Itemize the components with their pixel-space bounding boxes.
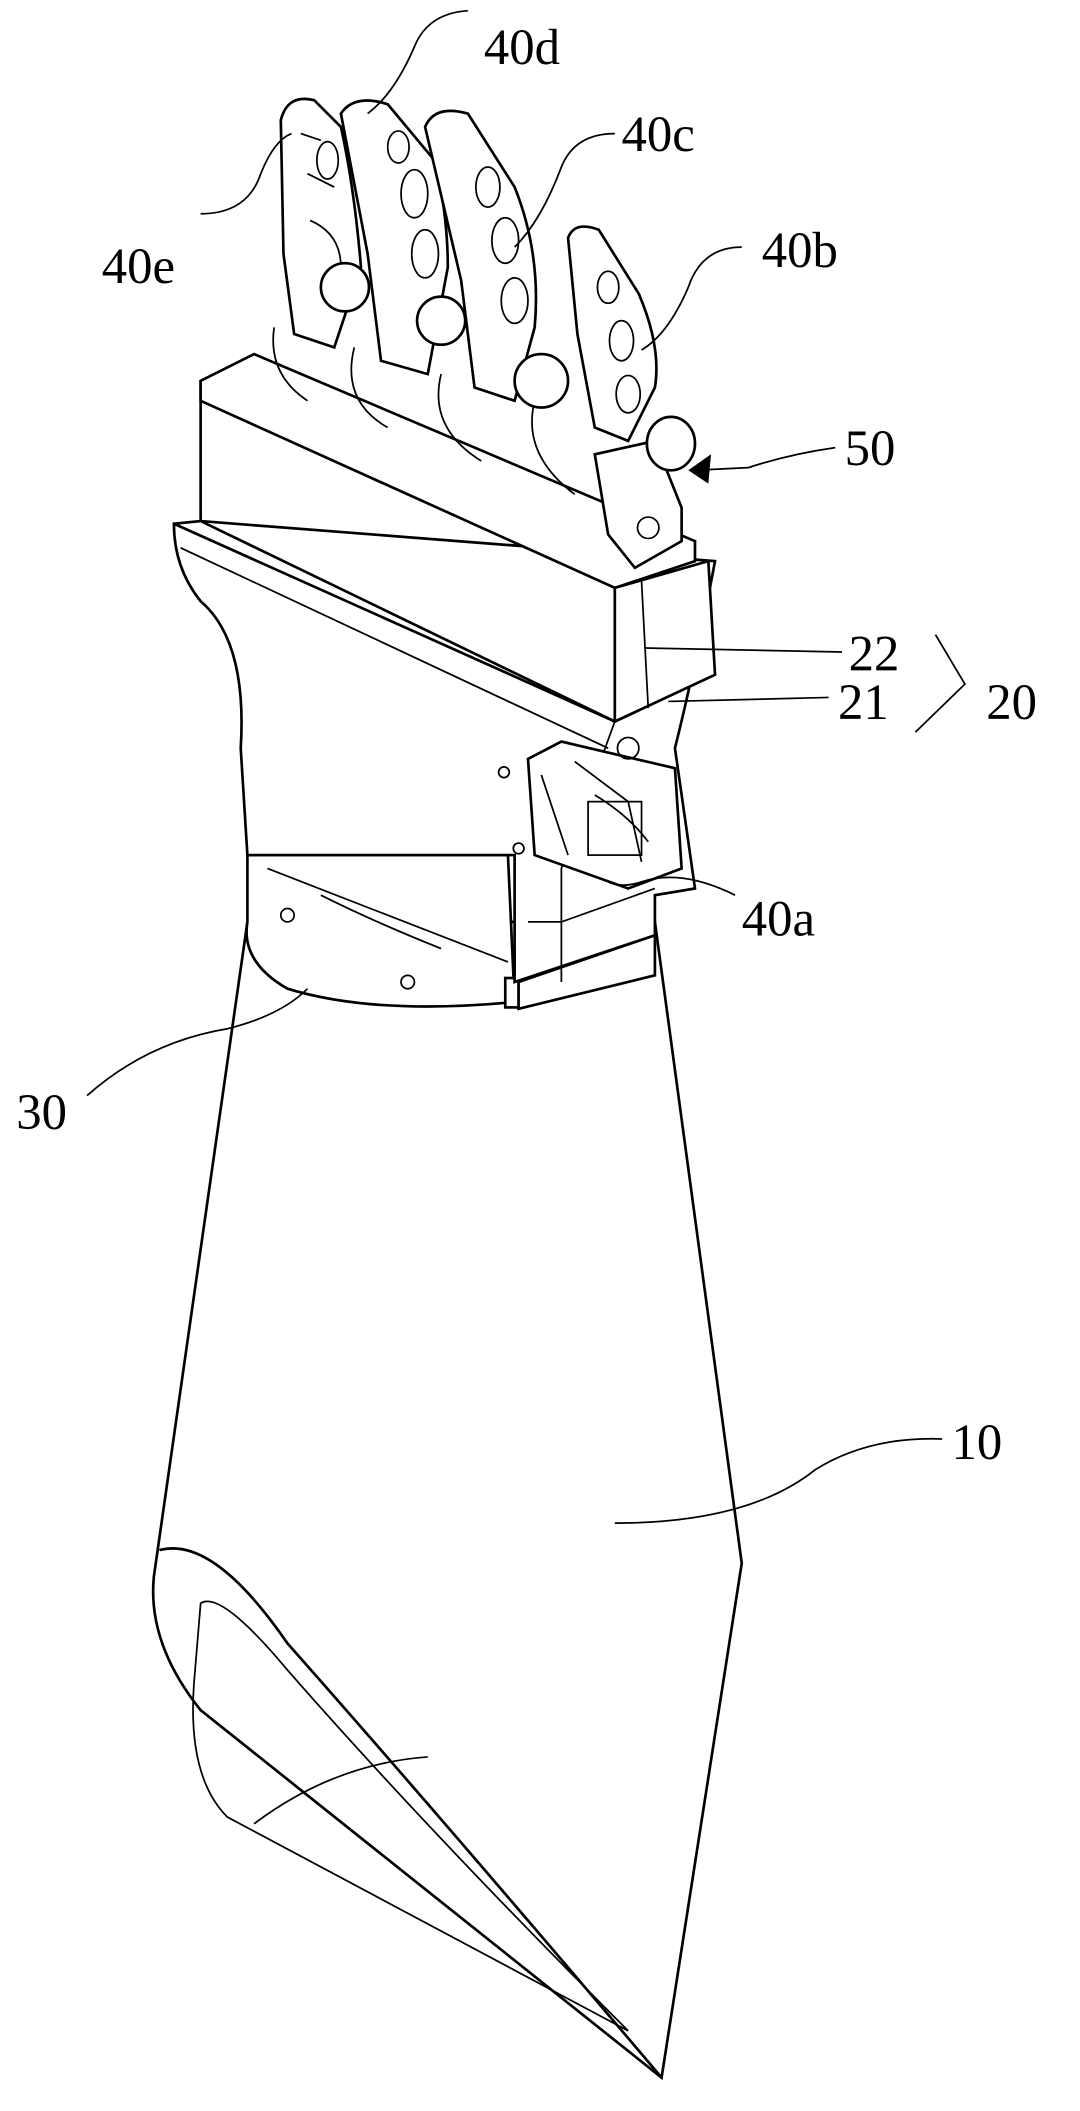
label-10: 10: [952, 1414, 1003, 1470]
forearm-socket: [151, 920, 744, 2081]
motor-50: [593, 415, 712, 570]
palm-body: [172, 352, 717, 984]
label-21: 21: [838, 674, 889, 730]
label-22: 22: [849, 626, 900, 682]
fingers: [272, 97, 658, 496]
leader-lines: [86, 9, 966, 1524]
thumb-40a: [497, 736, 684, 890]
label-20: 20: [986, 674, 1037, 730]
wrist-rotator: [245, 853, 657, 1011]
label-30: 30: [16, 1084, 67, 1140]
label-40e: 40e: [102, 238, 175, 294]
label-40a: 40a: [742, 890, 815, 946]
label-40d: 40d: [484, 19, 560, 75]
label-50: 50: [845, 420, 896, 476]
finger-40c: [423, 109, 538, 403]
label-40b: 40b: [762, 222, 838, 278]
label-40c: 40c: [622, 106, 695, 162]
finger-40b: [566, 225, 658, 443]
